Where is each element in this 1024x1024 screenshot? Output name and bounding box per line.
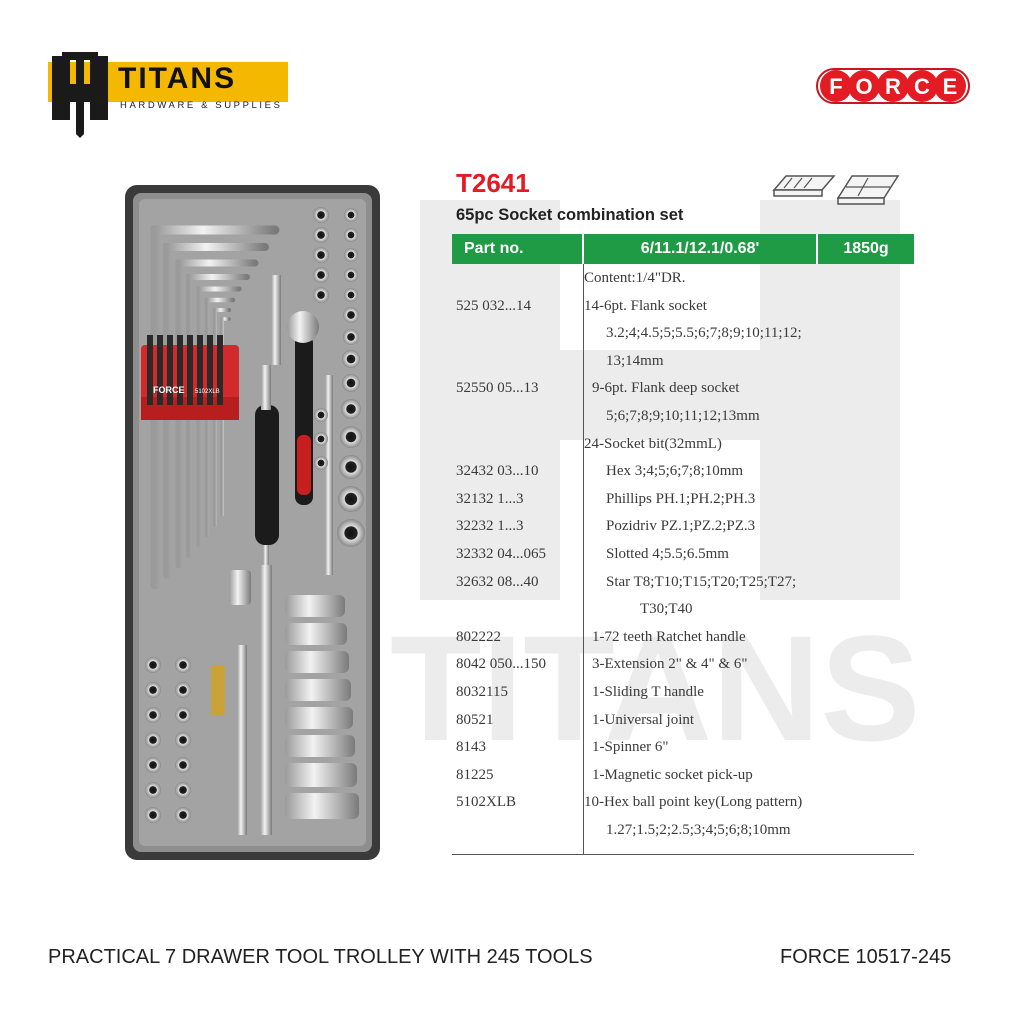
part-number: 8143 xyxy=(456,739,486,756)
part-description: 1-Spinner 6" xyxy=(592,739,669,756)
table-row: 802222 1-72 teeth Ratchet handle xyxy=(452,629,914,655)
part-description: 5;6;7;8;9;10;11;12;13mm xyxy=(606,408,760,424)
part-description: 1-Universal joint xyxy=(592,711,695,728)
table-row: Content:1/4"DR. xyxy=(452,270,914,296)
tool-tray-image: FORCE 5102XLB xyxy=(125,185,380,860)
table-row: 32232 1...3 Pozidriv PZ.1;PZ.2;PZ.3 xyxy=(452,518,914,544)
svg-text:E: E xyxy=(943,74,958,99)
part-description: Phillips PH.1;PH.2;PH.3 xyxy=(606,490,756,507)
table-row: 5102XLB 10-Hex ball point key(Long patter… xyxy=(452,794,914,820)
table-row: 52550 05...13 9-6pt. Flank deep socket xyxy=(452,380,914,406)
part-number: 32332 04...065 xyxy=(456,546,546,562)
part-number: 32132 1...3 xyxy=(456,490,524,507)
column-divider xyxy=(583,264,584,854)
drawer-size-icon xyxy=(772,175,900,205)
table-row: 32132 1...3 Phillips PH.1;PH.2;PH.3 xyxy=(452,491,914,517)
part-number: 80521 xyxy=(456,711,494,728)
table-row: T30;T40 xyxy=(452,601,914,627)
part-description: Star T8;T10;T15;T20;T25;T27; xyxy=(606,573,797,590)
svg-text:F: F xyxy=(829,74,842,99)
part-description: 1.27;1.5;2;2.5;3;4;5;6;8;10mm xyxy=(606,822,791,838)
table-row: 80521 1-Universal joint xyxy=(452,712,914,738)
part-number: 32632 08...40 xyxy=(456,573,539,590)
part-number: 8042 050...150 xyxy=(456,656,546,673)
part-number: 32232 1...3 xyxy=(456,518,524,535)
tray-holder-label: FORCE xyxy=(153,385,185,395)
part-description: 3.2;4;4.5;5;5.5;6;7;8;9;10;11;12; xyxy=(606,325,802,342)
footer-product-model: FORCE 10517-245 xyxy=(780,946,952,968)
part-number: 802222 xyxy=(456,628,501,645)
part-number: 5102XLB xyxy=(456,794,516,811)
titans-logo-icon xyxy=(48,52,288,138)
table-row: 5;6;7;8;9;10;11;12;13mm xyxy=(452,408,914,434)
table-row: 8143 1-Spinner 6" xyxy=(452,739,914,765)
part-description: Hex 3;4;5;6;7;8;10mm xyxy=(606,463,744,480)
header-weight: 1850g xyxy=(843,240,889,257)
part-description: 13;14mm xyxy=(606,352,664,369)
part-number: 32432 03...10 xyxy=(456,463,539,480)
svg-text:TITANS: TITANS xyxy=(390,604,921,772)
titans-watermark: TITANS xyxy=(390,200,921,772)
table-row: 1.27;1.5;2;2.5;3;4;5;6;8;10mm xyxy=(452,822,914,848)
table-row: 32332 04...065 Slotted 4;5.5;6.5mm xyxy=(452,546,914,572)
table-row: 3.2;4;4.5;5;5.5;6;7;8;9;10;11;12; xyxy=(452,325,914,351)
svg-text:R: R xyxy=(885,74,901,99)
product-name: 65pc Socket combination set xyxy=(456,206,684,224)
part-description: 1-Sliding T handle xyxy=(592,684,704,700)
table-row: 32432 03...10 Hex 3;4;5;6;7;8;10mm xyxy=(452,463,914,489)
header-dimensions: 6/11.1/12.1/0.68' xyxy=(584,234,818,264)
spec-header-bar: Part no. 6/11.1/12.1/0.68' 1850g xyxy=(452,234,914,264)
part-description: 10-Hex ball point key(Long pattern) xyxy=(584,794,803,811)
part-description: 3-Extension 2" & 4" & 6" xyxy=(592,656,748,673)
force-logo-icon: F O R C E xyxy=(816,68,970,104)
table-row: 8032115 1-Sliding T handle xyxy=(452,684,914,710)
table-row: 32632 08...40 Star T8;T10;T15;T20;T25;T27… xyxy=(452,574,914,600)
table-row: 13;14mm xyxy=(452,353,914,379)
footer-product-title: PRACTICAL 7 DRAWER TOOL TROLLEY WITH 245… xyxy=(48,946,593,968)
part-description: 1-Magnetic socket pick-up xyxy=(592,766,753,783)
table-row: 525 032...14 14-6pt. Flank socket xyxy=(452,298,914,324)
brand-name: TITANS xyxy=(118,62,237,95)
part-number: 81225 xyxy=(456,766,494,783)
product-model: T2641 xyxy=(456,168,530,198)
part-description: 9-6pt. Flank deep socket xyxy=(592,380,740,397)
part-description: 24-Socket bit(32mmL) xyxy=(584,435,722,452)
table-row: 8042 050...150 3-Extension 2" & 4" & 6" xyxy=(452,656,914,682)
tray-holder-code: 5102XLB xyxy=(195,389,220,395)
part-description: Slotted 4;5.5;6.5mm xyxy=(606,546,729,562)
part-number: 8032115 xyxy=(456,684,508,700)
part-number: 525 032...14 xyxy=(456,297,531,314)
table-row: 81225 1-Magnetic socket pick-up xyxy=(452,767,914,793)
table-row: 24-Socket bit(32mmL) xyxy=(452,436,914,462)
part-description: Pozidriv PZ.1;PZ.2;PZ.3 xyxy=(606,518,756,535)
part-description: T30;T40 xyxy=(640,601,693,618)
svg-text:O: O xyxy=(855,74,872,99)
svg-text:C: C xyxy=(914,74,930,99)
part-description: 1-72 teeth Ratchet handle xyxy=(592,628,746,645)
header-part-no: Part no. xyxy=(452,234,584,264)
brand-tagline: HARDWARE & SUPPLIES xyxy=(120,100,283,111)
table-bottom-rule xyxy=(452,854,914,855)
part-number: 52550 05...13 xyxy=(456,380,539,397)
part-description: 14-6pt. Flank socket xyxy=(584,297,707,314)
part-description: Content:1/4"DR. xyxy=(584,270,686,286)
